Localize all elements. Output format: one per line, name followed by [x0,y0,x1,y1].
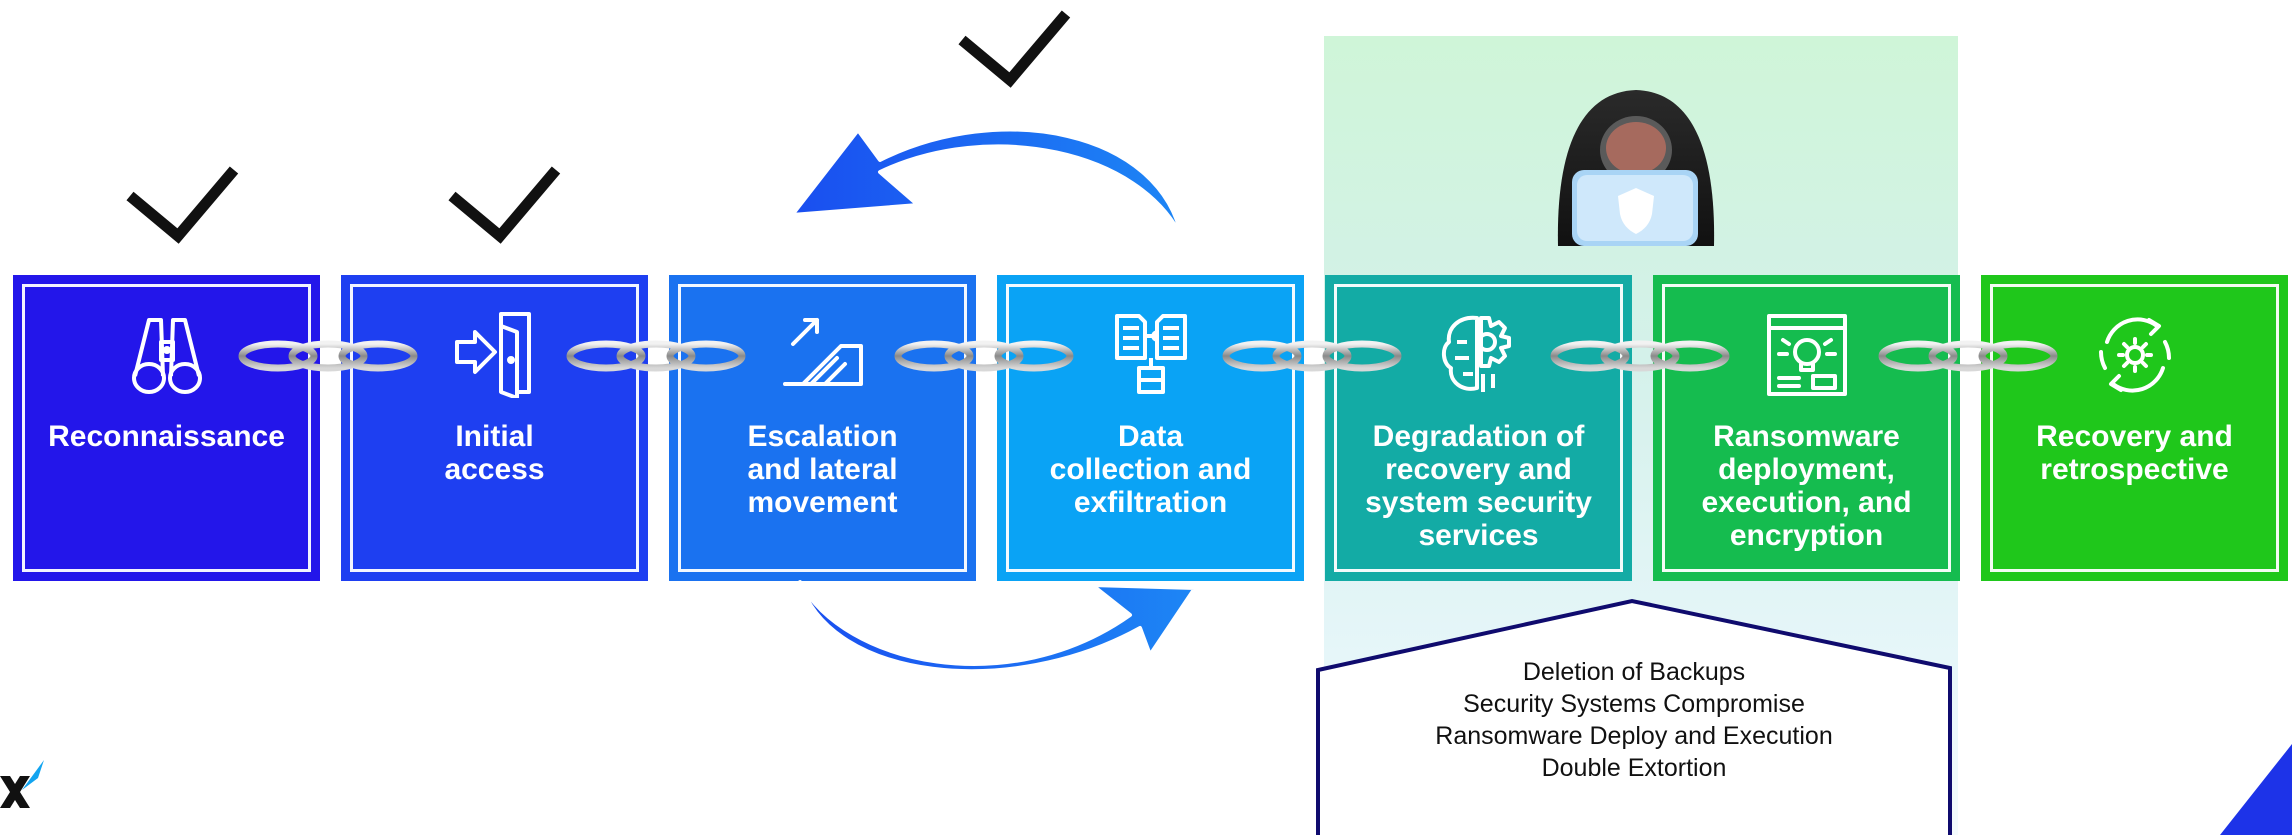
stage-border [1334,284,1623,572]
stage-label: Recovery and retrospective [2036,420,2233,486]
binoculars-icon [132,318,202,394]
stage-recovery: Recovery and retrospective [1981,275,2288,581]
stage-ransomware: Ransomware deployment, execution, and en… [1653,275,1960,581]
stage-label: Initial access [444,420,545,486]
chain-link-icon [1222,340,1402,372]
stage-label: Ransomware deployment, execution, and en… [1701,420,1912,552]
info-line: Security Systems Compromise [1463,690,1805,718]
brain-gear-icon [1442,315,1511,392]
check-icon [958,10,1071,88]
hacker-figure-icon [1557,90,1715,246]
stage-border [678,284,967,572]
stage-label: Reconnaissance [48,420,285,453]
chain-links [238,340,2058,372]
stage-label: Escalation and lateral movement [747,420,898,519]
info-box-shape [1316,598,1952,835]
check-icon [126,166,239,244]
escalator-icon [783,318,863,386]
chain-link-icon [894,340,1074,372]
stage-border [1990,284,2279,572]
stage-border [1006,284,1295,572]
stage-initial-access: Initial access [341,275,648,581]
stage-border [1662,284,1951,572]
chain-link-icon [566,340,746,372]
info-box: Deletion of Backups Security Systems Com… [1316,598,1952,835]
gear-cycle-icon [2099,317,2171,393]
chain-link-icon [1550,340,1730,372]
chain-link-icon [1878,340,2058,372]
stage-border [22,284,311,572]
check-icon [448,166,561,244]
data-transfer-icon [1115,314,1187,394]
chain-link-icon [238,340,418,372]
stage-reconnaissance: Reconnaissance [13,275,320,581]
stage-degradation: Degradation of recovery and system secur… [1325,275,1632,581]
malware-screen-icon [1767,314,1847,396]
info-line: Ransomware Deploy and Execution [1435,722,1833,750]
loop-arrow-bottom-icon [798,580,1197,674]
info-box-text: Deletion of Backups Security Systems Com… [1316,656,1952,784]
stage-border [350,284,639,572]
logo-icon [0,760,44,808]
loop-arrow-top-icon [790,127,1184,240]
stage-data-exfiltration: Data collection and exfiltration [997,275,1304,581]
stage-label: Degradation of recovery and system secur… [1365,420,1592,552]
door-enter-icon [455,312,531,398]
info-line: Deletion of Backups [1522,658,1746,686]
stage-escalation: Escalation and lateral movement [669,275,976,581]
stage-label: Data collection and exfiltration [1049,420,1252,519]
corner-decoration [2220,744,2292,835]
info-line: Double Extortion [1541,754,1727,782]
